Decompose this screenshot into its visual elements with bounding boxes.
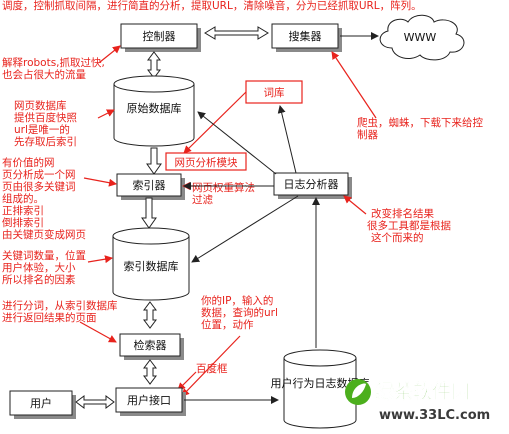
controller-box: 控制器 <box>120 23 201 52</box>
user-ui-arrow <box>75 395 115 409</box>
note-page-db-line-1: 网页数据库 <box>14 99 67 112</box>
note-crawler-line-1: 爬虫，蜘蛛，下载下来给控 <box>357 116 483 129</box>
note-page-db-line-3: url是唯一的 <box>14 123 70 136</box>
raw-database-label: 原始数据库 <box>127 101 182 115</box>
index-database: 索引数据库 <box>112 227 190 301</box>
note-valuable-line-3: 页由很多关键词 <box>2 180 76 193</box>
note-page-db-pointer <box>97 109 115 119</box>
note-ranking-line-2: 很多工具都是根据 <box>367 219 451 232</box>
page-analysis-box: 网页分析模块 <box>165 152 247 171</box>
retriever-box: 检索器 <box>119 333 184 360</box>
note-ranking-pointer <box>343 195 367 215</box>
note-user-ip-pointer <box>181 335 241 397</box>
controller-label: 控制器 <box>143 29 176 43</box>
note-valuable-line-5: 正排索引 <box>2 204 44 217</box>
watermark-brand: 绿茶软件园 <box>375 380 470 403</box>
note-user-ip-line-3: 位置，动作 <box>201 318 254 331</box>
log-analyzer-to-rawdb <box>197 111 277 175</box>
thesaurus-box: 词库 <box>245 80 303 104</box>
note-valuable-line-2: 页分析成一个网 <box>2 168 76 181</box>
user-box: 用户 <box>9 390 76 419</box>
note-user-ip: 你的IP，输入的 数据，查询的url 位置，动作 <box>201 294 278 331</box>
log-analyzer-box: 日志分析器 <box>273 172 352 199</box>
page-analysis-label: 网页分析模块 <box>175 156 238 169</box>
user-label: 用户 <box>30 396 52 410</box>
user-log-database: 用户行为日志数据库 <box>271 349 370 429</box>
note-crawler: 爬虫，蜘蛛，下载下来给控 制器 <box>357 116 483 141</box>
note-valuable-pointer <box>83 177 117 187</box>
note-robots-line-1: 解释robots,抓取过快, <box>2 56 105 69</box>
retriever-label: 检索器 <box>134 338 167 352</box>
note-page-db-line-4: 先存取后索引 <box>14 135 77 148</box>
indexer-indexdb-arrow <box>141 197 157 229</box>
note-weight-algo-line-1: 网页权重算法 <box>192 181 255 194</box>
watermark: 绿茶软件园 www.33LC.com <box>345 379 490 423</box>
controller-collector-arrow <box>204 26 269 40</box>
collector-label: 搜集器 <box>289 29 322 43</box>
note-segmentation: 进行分词，从索引数据库 进行返回结果的页面 <box>2 299 118 324</box>
note-crawler-pointer <box>331 51 377 119</box>
note-keywords: 关键词数量，位置 用户体验，大小 所以排名的因素 <box>2 249 86 286</box>
note-search-box: 百度框 <box>196 362 228 375</box>
note-user-ip-line-1: 你的IP，输入的 <box>201 294 273 307</box>
user-log-database-label: 用户行为日志数据库 <box>271 376 370 390</box>
retriever-ui-arrow <box>143 359 157 385</box>
note-crawler-line-2: 制器 <box>357 128 378 141</box>
indexdb-retriever-arrow <box>143 301 157 329</box>
note-valuable: 有价值的网 页分析成一个网 页由很多关键词 组成的。 正排索引 倒排索引 由关键… <box>2 156 86 241</box>
note-keywords-pointer <box>87 255 113 264</box>
log-analyzer-to-indexdb <box>191 195 299 263</box>
rawdb-indexer-arrow <box>146 147 162 175</box>
note-segmentation-line-1: 进行分词，从索引数据库 <box>2 299 118 312</box>
note-ranking-line-1: 改变排名结果 <box>371 207 434 220</box>
note-page-db-line-2: 提供百度快照 <box>14 111 77 124</box>
user-interface-box: 用户接口 <box>115 387 186 416</box>
note-segmentation-pointer <box>79 321 117 343</box>
note-weight-algo-line-2: 过滤 <box>192 193 213 206</box>
note-search-box-pointer <box>177 371 197 391</box>
note-ranking-line-3: 这个而来的 <box>371 231 424 244</box>
collector-box: 搜集器 <box>271 23 342 52</box>
watermark-url: www.33LC.com <box>379 408 490 423</box>
note-robots: 解释robots,抓取过快, 也会占很大的流量 <box>2 56 105 81</box>
note-robots-line-2: 也会占很大的流量 <box>2 68 86 81</box>
note-page-db: 网页数据库 提供百度快照 url是唯一的 先存取后索引 <box>14 99 77 148</box>
user-interface-label: 用户接口 <box>127 393 171 407</box>
log-analyzer-label: 日志分析器 <box>284 177 339 191</box>
indexer-label: 索引器 <box>133 178 166 192</box>
index-database-label: 索引数据库 <box>124 259 179 273</box>
www-label: WWW <box>404 31 437 44</box>
log-analyzer-to-thesaurus <box>277 105 297 174</box>
note-valuable-line-1: 有价值的网 <box>2 156 55 169</box>
controller-rawdb-arrow <box>147 51 161 79</box>
note-weight-algo: 网页权重算法 过滤 <box>192 181 255 206</box>
note-valuable-line-4: 组成的。 <box>2 192 44 205</box>
www-cloud: WWW <box>379 14 465 61</box>
top-note: 调度，控制抓取间隔，进行简直的分析，提取URL，清除噪音，分为已经抓取URL，阵… <box>2 0 422 12</box>
note-ranking: 改变排名结果 很多工具都是根据 这个而来的 <box>367 207 451 244</box>
note-user-ip-line-2: 数据，查询的url <box>201 306 278 319</box>
note-valuable-line-6: 倒排索引 <box>2 216 44 229</box>
thesaurus-label: 词库 <box>264 86 285 99</box>
note-segmentation-line-2: 进行返回结果的页面 <box>2 311 97 324</box>
note-keywords-line-2: 用户体验，大小 <box>2 261 76 274</box>
note-keywords-line-1: 关键词数量，位置 <box>2 249 86 262</box>
note-keywords-line-3: 所以排名的因素 <box>2 273 76 286</box>
note-valuable-line-7: 由关键页变成网页 <box>2 228 86 241</box>
indexer-box: 索引器 <box>116 173 185 200</box>
raw-database: 原始数据库 <box>113 75 195 147</box>
thesaurus-pointer <box>183 91 247 154</box>
note-robots-pointer <box>99 45 121 63</box>
